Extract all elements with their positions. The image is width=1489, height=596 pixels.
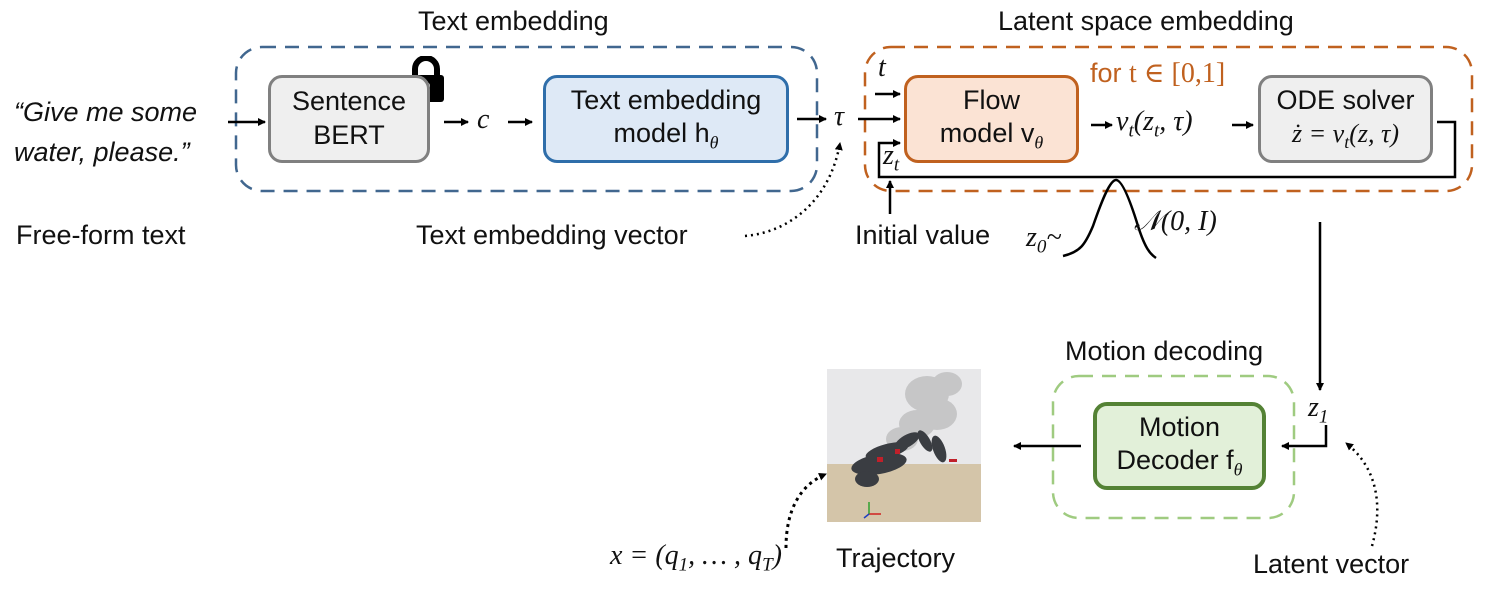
v-args-close: , τ) [1159,106,1193,137]
normal-distribution-label: 𝒩(0, I) [1134,206,1217,237]
z1-subscript: 1 [1318,406,1329,428]
for-prefix: for [1090,58,1130,88]
gaussian-curve [1062,178,1157,260]
t-symbol: t [878,52,886,83]
text-model-name: model h [613,118,710,149]
feedback-loop [877,120,1457,179]
zt-base: z [883,140,894,171]
tau-symbol: τ [834,101,845,132]
dotted-trajectory [784,472,827,549]
trajectory-render-image [827,369,981,522]
sbert-line-2: BERT [313,120,385,150]
ode-eq: ż = v [1292,119,1345,149]
text-embedding-title: Text embedding [418,6,609,36]
flow-model-name: model v [939,118,1035,149]
zt-subscript: t [893,154,900,176]
z0-base: z [1026,222,1037,253]
motion-decoding-title: Motion decoding [1065,336,1264,366]
text-model-subscript: θ [709,132,719,153]
latent-space-embedding-title: Latent space embedding [998,6,1294,36]
tilde: ~ [1046,222,1062,253]
motion-decoder-block: Motion Decoder fθ [1093,402,1266,490]
z1-symbol: z1 [1308,392,1328,429]
ode-line-1: ODE solver [1276,85,1415,116]
decoder-line-2: Decoder fθ [1117,444,1243,481]
decoder-name: Decoder f [1116,445,1234,476]
decoder-line-1: Motion [1138,411,1221,442]
t-range: t ∈ [0,1] [1129,58,1226,89]
arrow-z1-to-decoder [1281,425,1328,450]
quote-line-2: water, please.” [14,137,190,167]
for-t-range-label: for t ∈ [0,1] [1090,56,1225,90]
x-mid: , … , q [688,540,763,571]
text-embedding-group [234,45,819,193]
flow-subscript: θ [1034,132,1044,153]
z1-base: z [1308,392,1319,423]
ode-line-2: ż = vt(z, τ) [1292,118,1399,154]
v-base: v [1116,106,1129,137]
flow-line-2: model vθ [940,117,1043,154]
velocity-output: vt(zt, τ) [1116,106,1193,143]
flow-model-block: Flow model vθ [904,75,1079,163]
text-model-line-2: model hθ [614,117,719,154]
text-embedding-vector-label: Text embedding vector [416,220,688,250]
v-subscript: t [1128,120,1134,142]
text-model-line-1: Text embedding [570,84,762,115]
flow-line-1: Flow [962,84,1020,115]
sbert-line-1: Sentence [291,86,407,117]
quote-line-1: “Give me some [14,97,198,127]
dotted-text-embedding-vector [744,142,843,238]
qT-subscript: T [762,554,773,576]
latent-vector-label: Latent vector [1253,549,1410,579]
trajectory-formula: x = (q1, … , qT) [610,540,782,577]
ode-subscript: t [1344,132,1350,153]
dotted-latent-vector [1345,442,1379,547]
free-form-text-label: Free-form text [16,220,186,250]
x-close: ) [772,540,782,571]
v-args-open: (z [1133,106,1154,137]
text-embedding-model-block: Text embedding model hθ [543,75,789,163]
v-args-subscript: t [1153,120,1160,142]
z0-subscript: 0 [1036,236,1047,258]
ode-args: (z, τ) [1349,119,1399,149]
ode-solver-block: ODE solver ż = vt(z, τ) [1258,75,1433,163]
z0-symbol: z0~ [1026,222,1062,259]
x-prefix: x = (q [610,540,679,571]
c-symbol: c [477,104,490,135]
initial-value-label: Initial value [855,220,991,250]
trajectory-label: Trajectory [836,543,956,573]
zt-symbol: zt [883,140,899,177]
input-quote: “Give me some water, please.” [14,92,197,172]
sentence-bert-block: Sentence BERT [268,75,430,163]
decoder-subscript: θ [1233,459,1243,480]
q1-subscript: 1 [678,554,689,576]
